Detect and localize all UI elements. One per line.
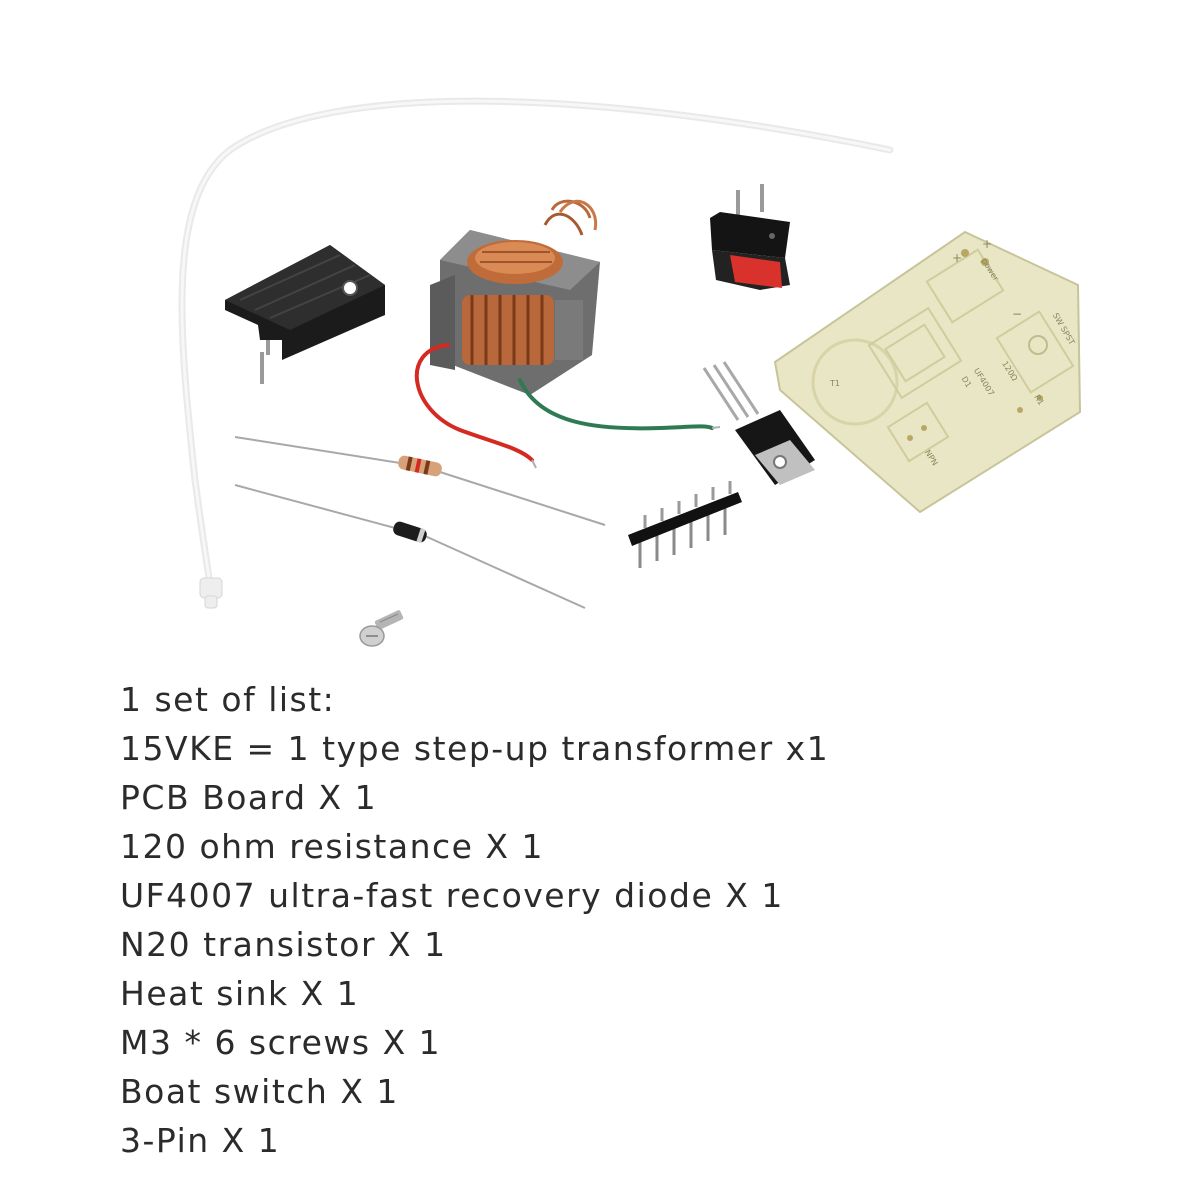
pcb-board: + + − power SW SPST T1 120Ω R1 UF4007 D1…: [773, 230, 1082, 514]
list-item: PCB Board X 1: [120, 778, 378, 817]
list-item: N20 transistor X 1: [120, 925, 447, 964]
product-photo: + + − power SW SPST T1 120Ω R1 UF4007 D1…: [178, 97, 1082, 647]
npn-transistor: [702, 361, 815, 485]
pin-header: [628, 481, 742, 568]
pcb-label: +: [982, 237, 992, 251]
cable-tie: [178, 97, 894, 609]
pcb-label: −: [1012, 307, 1022, 321]
list-item: 3-Pin X 1: [120, 1121, 281, 1160]
list-item: UF4007 ultra-fast recovery diode X 1: [120, 876, 784, 915]
pcb-label: T1: [829, 379, 840, 388]
transformer-wires: [414, 343, 721, 469]
list-item: M3 * 6 screws X 1: [120, 1023, 442, 1062]
heat-sink: [225, 245, 385, 384]
screw: [359, 610, 404, 647]
list-item: 1 set of list:: [120, 680, 336, 719]
list-item: Boat switch X 1: [120, 1072, 399, 1111]
parts-list: 1 set of list: 15VKE = 1 type step-up tr…: [120, 675, 829, 1165]
pcb-label: +: [952, 251, 962, 265]
step-up-transformer: [430, 199, 600, 395]
list-item: Heat sink X 1: [120, 974, 360, 1013]
list-item: 120 ohm resistance X 1: [120, 827, 545, 866]
boat-switch: [710, 184, 790, 290]
resistor: [234, 436, 606, 526]
list-item: 15VKE = 1 type step-up transformer x1: [120, 729, 830, 768]
diode: [234, 484, 586, 609]
